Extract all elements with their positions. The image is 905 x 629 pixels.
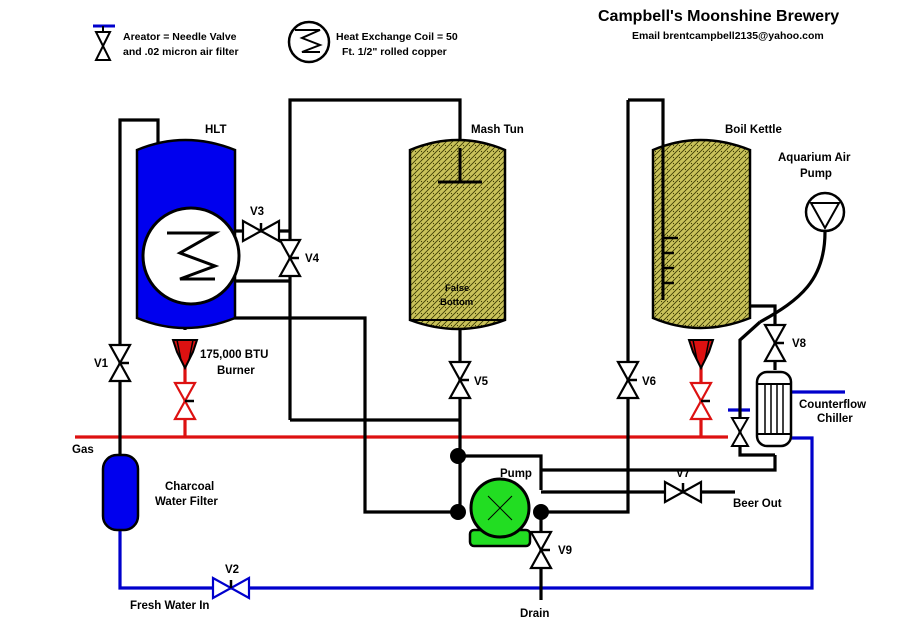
valve-v4[interactable]: V4 <box>278 238 320 278</box>
beer-out-label: Beer Out <box>733 498 782 510</box>
filter-label-line2: Water Filter <box>155 496 218 508</box>
air-pump: Aquarium Air Pump <box>778 152 851 233</box>
valve-v9-label: V9 <box>558 545 572 557</box>
legend-aerator-line1: Areator = Needle Valve <box>123 31 237 43</box>
valve-v3-label: V3 <box>250 206 264 218</box>
valve-v7-label: V7 <box>676 468 690 480</box>
false-bottom-label-line1: False <box>445 283 469 294</box>
valve-v2[interactable]: V2 <box>211 564 251 600</box>
legend-coil-line1: Heat Exchange Coil = 50 <box>336 31 458 43</box>
boil-kettle-vessel: Boil Kettle <box>651 124 782 330</box>
counterflow-chiller: Counterflow Chiller <box>755 370 866 448</box>
valve-v5-label: V5 <box>474 376 489 388</box>
hlt-label: HLT <box>205 124 227 136</box>
page-title: Campbell's Moonshine Brewery <box>598 8 839 25</box>
kettle-burner <box>687 339 715 371</box>
valve-v8[interactable]: V8 <box>763 323 807 363</box>
pump-label: Pump <box>500 468 532 480</box>
air-pump-label-line2: Pump <box>800 168 832 180</box>
hlt-vessel: HLT <box>135 124 241 330</box>
burner-label-line1: 175,000 BTU <box>200 349 268 361</box>
mash-tun-vessel: Mash Tun False Bottom <box>408 124 524 331</box>
fresh-water-label: Fresh Water In <box>130 600 209 612</box>
burner-label-line2: Burner <box>217 365 255 377</box>
valve-v3[interactable]: V3 <box>241 206 281 243</box>
valve-v4-label: V4 <box>305 253 320 265</box>
drain-label: Drain <box>520 608 549 620</box>
valve-v5[interactable]: V5 <box>448 360 489 400</box>
chiller-label-line2: Chiller <box>817 413 853 425</box>
charcoal-water-filter: Charcoal Water Filter <box>101 453 218 532</box>
legend-aerator-line2: and .02 micron air filter <box>123 46 239 58</box>
pump: Pump <box>468 468 532 548</box>
pipe-junctions <box>450 448 549 520</box>
valve-v1[interactable]: V1 <box>94 343 132 383</box>
legend-coil: Heat Exchange Coil = 50 Ft. 1/2" rolled … <box>287 20 458 64</box>
email-text: Email brentcampbell2135@yahoo.com <box>632 30 824 42</box>
air-pump-label-line1: Aquarium Air <box>778 152 851 164</box>
mash-tun-label: Mash Tun <box>471 124 524 136</box>
valve-v2-label: V2 <box>225 564 239 576</box>
valve-v7[interactable]: V7 <box>663 468 703 504</box>
gas-valve-kettle[interactable] <box>689 381 713 421</box>
gas-label: Gas <box>72 444 94 456</box>
chiller-label-line1: Counterflow <box>799 399 866 411</box>
legend-aerator: Areator = Needle Valve and .02 micron ai… <box>93 24 239 61</box>
valve-v9[interactable]: V9 <box>529 530 572 570</box>
hlt-burner: 175,000 BTU Burner <box>171 339 268 377</box>
aerator-valve[interactable] <box>730 410 750 447</box>
boil-kettle-label: Boil Kettle <box>725 124 782 136</box>
valve-v8-label: V8 <box>792 338 807 350</box>
filter-label-line1: Charcoal <box>165 481 214 493</box>
valve-v6[interactable]: V6 <box>616 360 656 400</box>
gas-valve-hlt[interactable] <box>173 381 197 421</box>
legend-coil-line2: Ft. 1/2" rolled copper <box>342 46 447 58</box>
false-bottom-label-line2: Bottom <box>440 297 473 308</box>
valve-v1-label: V1 <box>94 358 109 370</box>
valve-v6-label: V6 <box>642 376 656 388</box>
